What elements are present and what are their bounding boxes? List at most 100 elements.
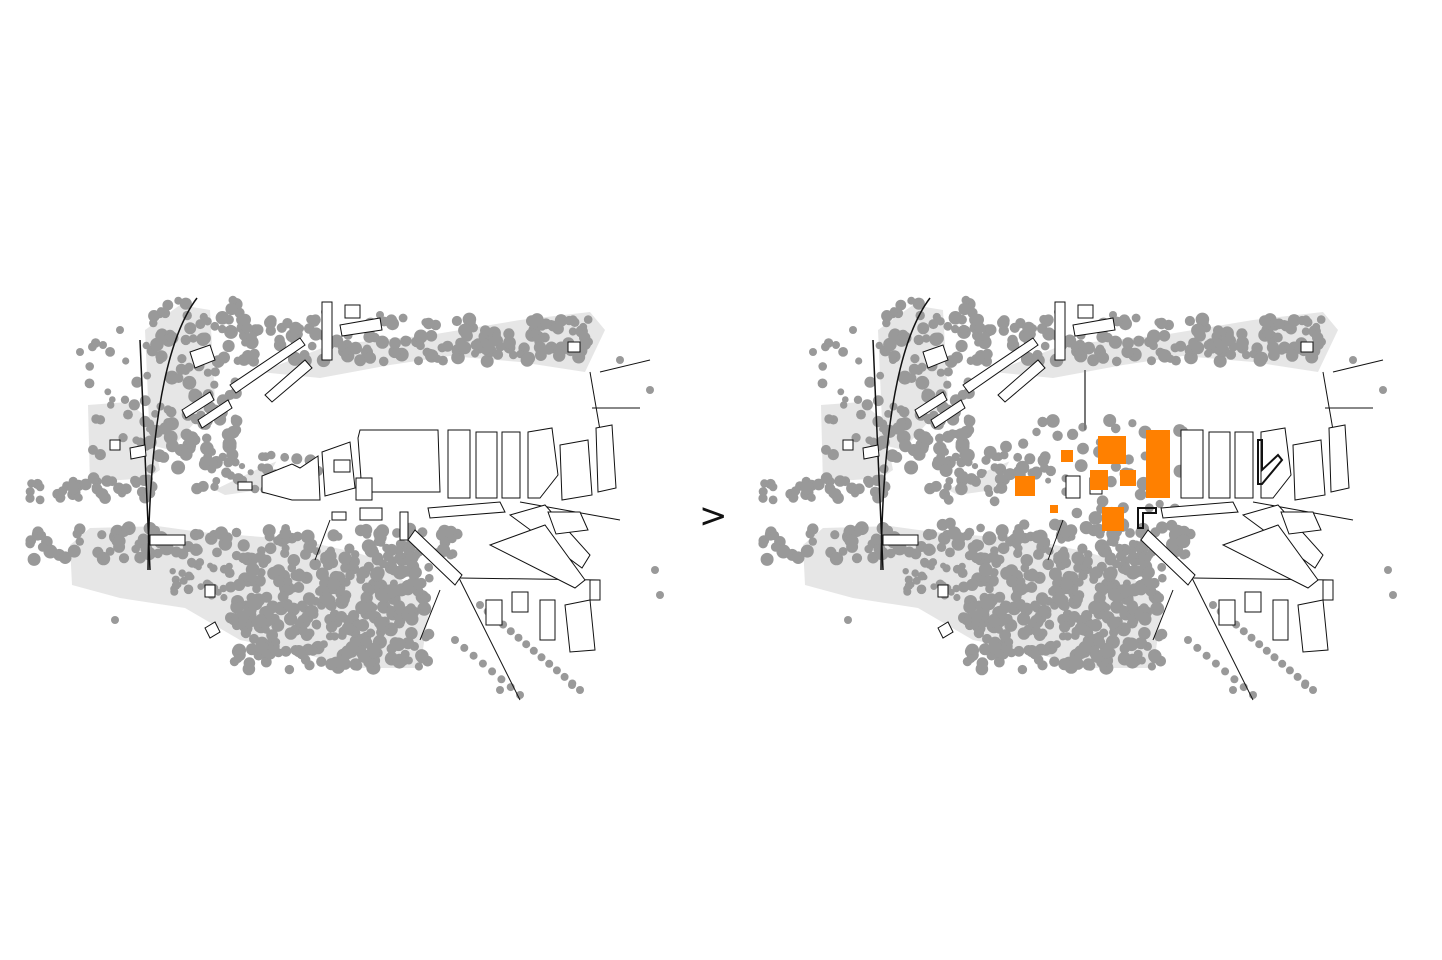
street-tree [1209, 601, 1217, 609]
tree [824, 414, 834, 424]
tree [135, 437, 145, 447]
tree [283, 577, 293, 586]
new-tree [1000, 440, 1012, 453]
tree [758, 487, 768, 497]
tree [352, 660, 363, 671]
new-tree [1166, 519, 1178, 532]
tree [1089, 645, 1100, 656]
tree [471, 349, 479, 358]
street-tree [537, 653, 546, 662]
tree [197, 583, 205, 590]
new-tree [976, 468, 986, 479]
street-tree [1278, 659, 1287, 668]
tree [889, 307, 899, 316]
building [962, 337, 1039, 394]
tree [287, 351, 302, 366]
tree [187, 558, 197, 568]
tree [1016, 577, 1026, 586]
tree [1025, 568, 1039, 582]
building [129, 444, 147, 460]
tree [758, 493, 768, 503]
road-edge [1332, 359, 1384, 373]
new-tree [944, 517, 956, 529]
tree [193, 529, 205, 540]
tree [1191, 323, 1205, 338]
tree [492, 349, 504, 360]
new-building [1120, 470, 1136, 486]
tree [355, 600, 369, 615]
single-tree [116, 326, 124, 334]
tree [445, 525, 457, 538]
building [1160, 501, 1239, 519]
tree [958, 302, 971, 316]
tree [1112, 316, 1123, 327]
tree [1052, 640, 1061, 649]
new-tree [1079, 521, 1093, 535]
tree [107, 401, 115, 409]
tree [1006, 575, 1018, 588]
tree [1138, 612, 1152, 626]
tree [91, 414, 101, 424]
tree [395, 539, 405, 549]
road-edge [519, 501, 621, 521]
tree [879, 481, 891, 493]
tree [402, 583, 414, 596]
building [539, 599, 556, 641]
tree [1153, 593, 1162, 603]
tree [337, 342, 346, 352]
tree [182, 375, 197, 390]
tree [470, 339, 481, 351]
tree [1130, 565, 1143, 578]
street-tree [451, 636, 459, 644]
tree [143, 522, 157, 535]
tree [287, 563, 297, 573]
tree [1204, 349, 1212, 358]
tree [1195, 312, 1210, 327]
tree [324, 549, 337, 563]
tree [210, 482, 219, 491]
tree [945, 547, 955, 558]
tree [72, 529, 82, 539]
tree [271, 637, 281, 647]
tree [297, 600, 307, 610]
tree [838, 347, 848, 357]
tree [266, 450, 276, 460]
tree [1102, 603, 1111, 612]
tree [918, 431, 932, 444]
tree [936, 368, 946, 377]
tree [367, 646, 380, 659]
tree [219, 584, 228, 593]
tree [1093, 637, 1106, 649]
new-tree [983, 534, 994, 546]
new-tree [967, 542, 977, 552]
single-tree [832, 341, 840, 349]
single-tree [964, 616, 972, 624]
tree [195, 558, 205, 567]
tree [846, 540, 859, 553]
new-tree [1032, 427, 1041, 437]
new-tree [1011, 538, 1022, 549]
building [399, 511, 409, 541]
tree [957, 568, 968, 578]
new-tree [1088, 511, 1103, 525]
tree [238, 463, 246, 470]
tree [930, 480, 942, 492]
tree [583, 315, 593, 324]
tree [535, 349, 547, 361]
tree [245, 562, 260, 577]
tree [231, 527, 242, 538]
tree [768, 482, 778, 492]
tree [262, 625, 270, 634]
tree [1082, 341, 1095, 355]
tree [997, 317, 1008, 328]
tree [953, 593, 961, 602]
tree [223, 457, 234, 468]
tree [130, 475, 140, 486]
tree [899, 439, 912, 453]
tree [1057, 549, 1070, 563]
new-tree [1156, 521, 1169, 534]
tree [330, 632, 339, 641]
building [595, 424, 617, 493]
street-tree [514, 633, 523, 642]
tree [842, 396, 849, 403]
